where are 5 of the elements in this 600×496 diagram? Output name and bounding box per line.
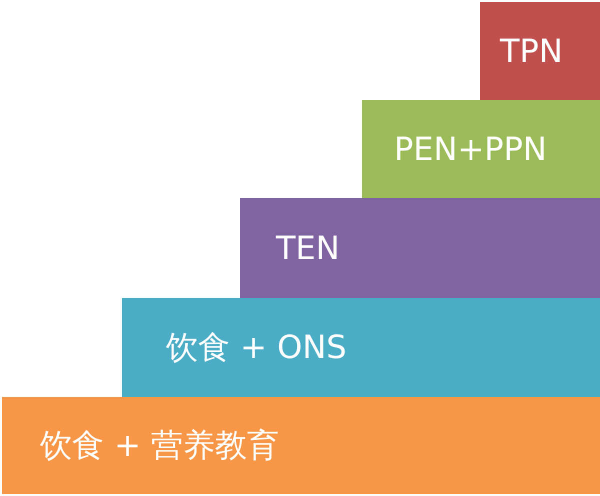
step-band: TEN (240, 198, 600, 298)
step-band: PEN+PPN (362, 100, 600, 198)
step-band: 饮食 + ONS (122, 298, 600, 397)
step-band: TPN (480, 2, 600, 100)
step-band: 饮食 + 营养教育 (2, 397, 600, 494)
